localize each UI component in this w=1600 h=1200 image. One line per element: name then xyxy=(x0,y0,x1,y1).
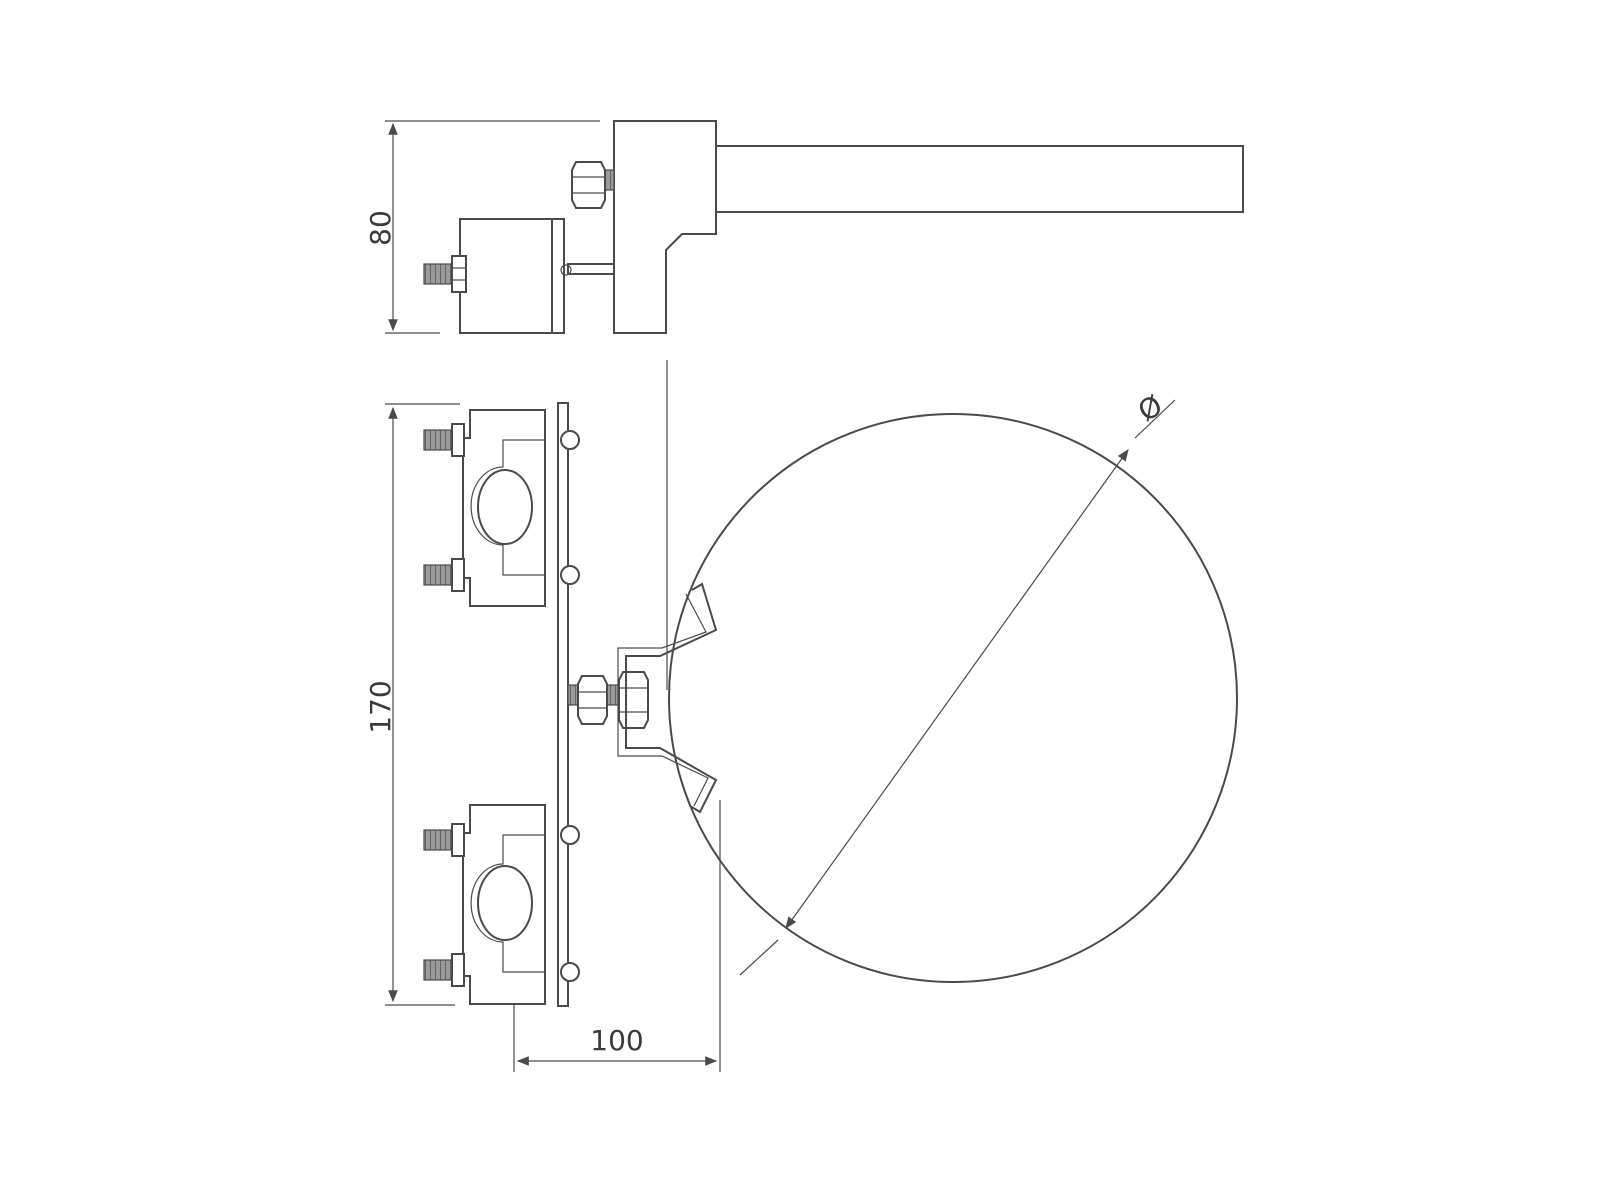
clamp-bolt-thread xyxy=(423,263,455,285)
front-view: 170 100 xyxy=(364,360,1238,1072)
top-view: 80 xyxy=(364,120,1244,334)
clamp-upper xyxy=(423,409,580,607)
dimension-label-100: 100 xyxy=(590,1024,643,1057)
diameter-symbol: Ø xyxy=(1132,389,1168,429)
mounting-arm xyxy=(655,145,1244,213)
u-bracket xyxy=(617,582,718,814)
dimension-label-80: 80 xyxy=(364,210,397,246)
dimension-label-170: 170 xyxy=(364,680,397,733)
dimension-diameter: Ø xyxy=(739,389,1176,976)
dimension-height-front: 170 xyxy=(364,403,460,1006)
dimension-height-top: 80 xyxy=(364,120,600,334)
backing-plate xyxy=(557,402,569,1007)
hex-nut-top xyxy=(571,161,606,209)
clamp-block-top xyxy=(459,218,565,334)
mast-pipe xyxy=(668,413,1238,983)
center-bolt xyxy=(567,671,649,729)
dimension-offset: 100 xyxy=(513,800,721,1072)
clamp-lower xyxy=(423,804,580,1005)
bracket-plate xyxy=(613,120,717,334)
hex-nut-clamp xyxy=(451,255,467,293)
